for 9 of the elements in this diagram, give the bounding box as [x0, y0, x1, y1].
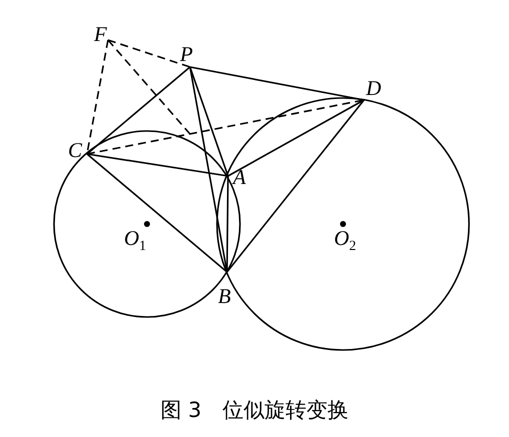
figure-caption: 图 3 位似旋转变换: [159, 397, 350, 424]
point-label: B: [218, 286, 231, 307]
point-label: D: [366, 78, 382, 99]
point-label: A: [233, 167, 246, 188]
point-label: C: [68, 140, 82, 161]
point-label: O$_{1}$: [124, 228, 146, 254]
point-label: F: [94, 24, 107, 45]
point-label: O$_{2}$: [334, 228, 356, 254]
point-label: P: [180, 44, 193, 65]
